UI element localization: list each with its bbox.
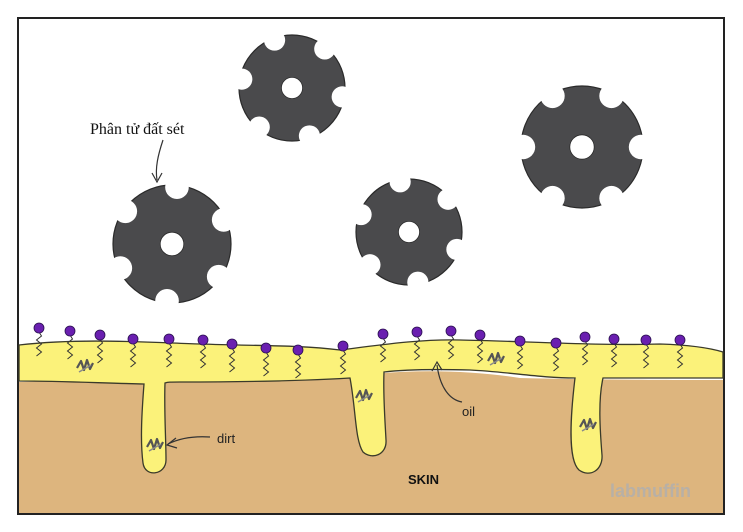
surfactant-molecule-icon — [260, 342, 272, 377]
surfactant-molecule-icon — [579, 331, 591, 366]
dirt-label: dirt — [217, 431, 235, 446]
surfactant-molecule-icon — [163, 333, 175, 368]
clay-particle-icon — [510, 83, 654, 211]
surfactant-molecule-icon — [411, 326, 423, 361]
surfactant-molecule-icon — [197, 334, 209, 369]
dirt-specks — [76, 351, 597, 452]
watermark: labmuffin — [610, 481, 691, 501]
dirt-speck-icon — [146, 437, 164, 452]
surfactant-molecule-icon — [674, 334, 686, 369]
clay-particle-icon — [350, 171, 468, 293]
clay-label-arrowhead — [151, 172, 163, 184]
oil-label: oil — [462, 404, 475, 419]
dirt-label-arrow — [167, 436, 211, 445]
clay-label-arrow — [155, 139, 164, 181]
surfactant-molecule-icon — [337, 340, 349, 375]
oil-label-arrow — [436, 364, 463, 403]
surfactant-molecule-icon — [608, 333, 620, 368]
surfactant-molecule-icon — [64, 325, 76, 360]
clay-particle-icon — [231, 29, 353, 147]
dirt-speck-icon — [579, 417, 597, 432]
surfactant-molecule-icon — [292, 344, 304, 379]
surfactant-molecule-icon — [377, 328, 389, 363]
surfactant-molecule-icon — [94, 329, 106, 364]
dirt-speck-icon — [76, 358, 94, 373]
dirt-label-arrowhead — [165, 437, 178, 449]
surfactant-molecule-icon — [127, 333, 139, 368]
surfactant-molecule-icon — [640, 334, 652, 369]
surfactant-molecules — [33, 322, 686, 379]
clay-particle-icon — [108, 175, 236, 313]
clay-particle-label: Phân tử đất sét — [90, 121, 185, 138]
dirt-speck-icon — [487, 351, 505, 366]
surfactant-molecule-icon — [33, 322, 45, 357]
oil-layer — [18, 339, 724, 474]
clay-particles — [108, 29, 654, 313]
oil-label-arrowhead — [431, 360, 443, 372]
surfactant-molecule-icon — [514, 335, 526, 370]
surfactant-molecule-icon — [445, 325, 457, 360]
surfactant-molecule-icon — [226, 338, 238, 373]
skin-label: SKIN — [408, 472, 439, 487]
dirt-speck-icon — [355, 388, 373, 403]
surfactant-molecule-icon — [474, 329, 486, 364]
surfactant-molecule-icon — [550, 337, 562, 372]
